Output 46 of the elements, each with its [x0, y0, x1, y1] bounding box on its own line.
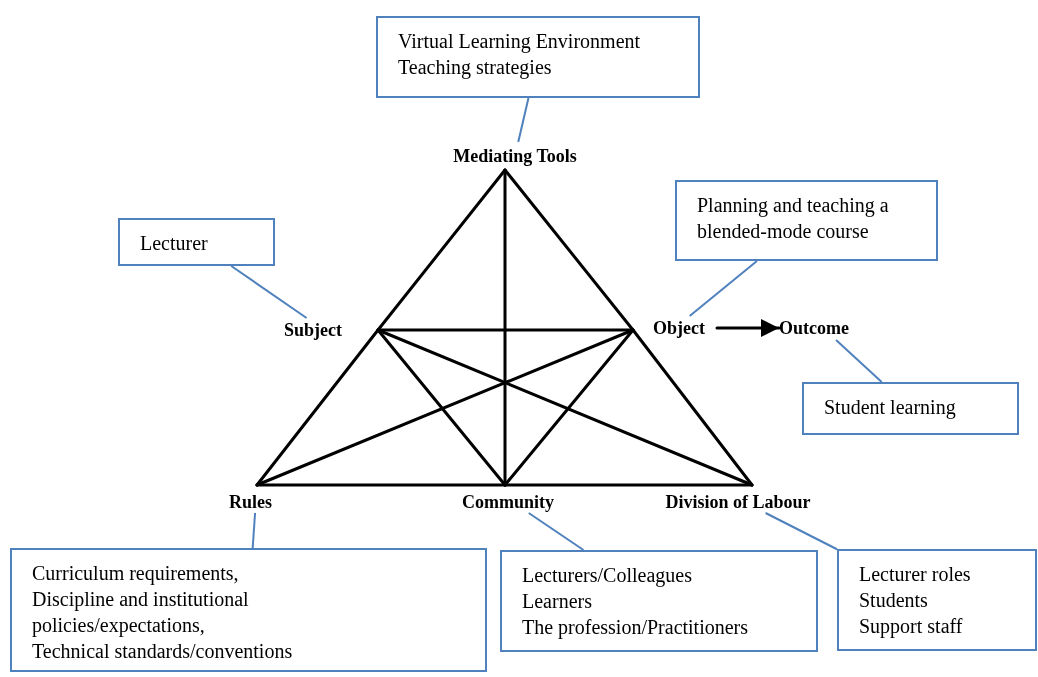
vertex-label: Division of Labour [650, 485, 826, 513]
triangle-line [255, 328, 380, 487]
triangle-line [376, 328, 754, 487]
leader-line [527, 512, 585, 551]
vertex-label: Object [633, 316, 717, 340]
vertex-label: Mediating Tools [440, 142, 590, 170]
note-text: Planning and teaching a blended-mode course [697, 193, 890, 244]
note-text: Lecturers/Colleagues [522, 563, 693, 588]
triangle-line [376, 168, 507, 332]
note-text: Learners [522, 589, 593, 614]
leader-line [230, 265, 308, 319]
note-text: The profession/Practitioners [522, 615, 750, 640]
triangle-line [376, 328, 507, 487]
leader-line [764, 512, 838, 551]
triangle-line [503, 168, 635, 332]
note-box [837, 549, 1037, 651]
note-text: Teaching strategies [398, 55, 553, 80]
note-box [675, 180, 938, 261]
note-text: Curriculum requirements, [32, 561, 240, 586]
arrow [715, 319, 781, 337]
note-text: Virtual Learning Environment [398, 29, 642, 54]
vertex-label: Community [452, 485, 564, 513]
note-box [376, 16, 700, 98]
note-text: Support staff [859, 614, 964, 639]
vertex-label: Rules [229, 485, 283, 513]
leader-line [835, 339, 883, 383]
note-text: Lecturer roles [859, 562, 972, 587]
note-text: Student learning [824, 395, 957, 420]
note-box [802, 382, 1019, 435]
note-text: Technical standards/conventions [32, 639, 294, 664]
vertex-label: Outcome [779, 316, 867, 340]
triangle-line [255, 483, 507, 487]
note-text: Discipline and institutional policies/expectations, [32, 587, 250, 638]
note-box [118, 218, 275, 266]
note-box [10, 548, 487, 672]
triangle-line [503, 483, 754, 487]
vertex-label: Subject [270, 318, 378, 342]
triangle-line [631, 328, 754, 487]
note-box [500, 550, 818, 652]
triangle-line [255, 328, 635, 487]
leader-line [251, 512, 257, 549]
leader-line [517, 97, 530, 143]
triangle-line [503, 328, 635, 487]
note-text: Lecturer [140, 231, 209, 256]
note-text: Students [859, 588, 929, 613]
leader-line [688, 260, 758, 317]
